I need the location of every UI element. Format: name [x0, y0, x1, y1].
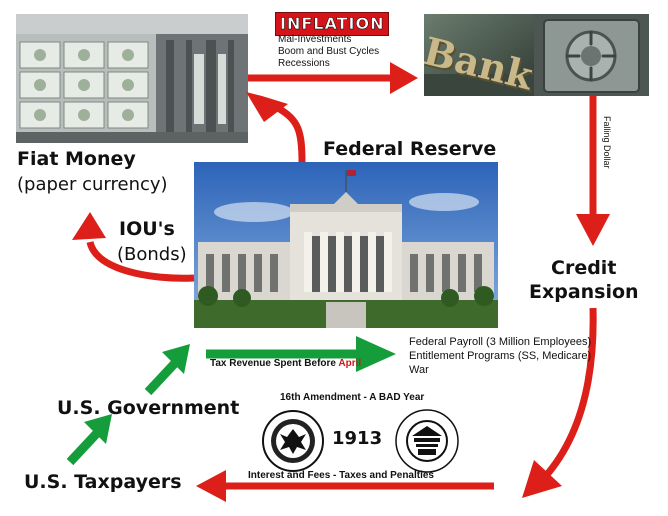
inflation-badge: INFLATION — [275, 12, 390, 36]
arrowhead-credit — [576, 214, 610, 246]
arrowhead-gov-to-fed — [162, 344, 190, 374]
arrowhead-fiat-from-bonds — [72, 212, 106, 240]
inflation-label: INFLATION — [280, 14, 385, 34]
spending-entitlements: Entitlement Programs (SS, Medicare) — [409, 350, 592, 362]
money-printing-photo — [16, 14, 248, 143]
effect-recessions: Recessions — [278, 58, 330, 69]
expansion-label: Expansion — [529, 281, 639, 303]
fiat-money-label: Fiat Money — [17, 148, 136, 170]
arrow-gov-to-fed — [144, 358, 180, 396]
irs-seal-icon — [394, 408, 460, 474]
arrowhead-taxpayers — [196, 470, 226, 502]
arrow-fed-to-money — [276, 104, 306, 163]
arrowhead-tax-revenue — [356, 336, 396, 372]
falling-dollar-label: Falling Dollar — [602, 116, 612, 169]
arrowhead-bank — [390, 62, 418, 94]
tax-revenue-text: Tax Revenue Spent Before — [210, 358, 339, 369]
vault-photo — [534, 14, 649, 96]
arrow-bonds-to-fiat — [86, 240, 195, 282]
arrowhead-taxpayers-to-gov — [84, 414, 112, 444]
arrow-credit-to-bottom — [541, 307, 597, 481]
april-text: April — [338, 358, 362, 369]
amendment-label: 16th Amendment - A BAD Year — [280, 392, 425, 403]
year-label: 1913 — [332, 428, 383, 449]
fed-seal-icon — [262, 410, 324, 472]
spending-federal-payroll: Federal Payroll (3 Million Employees) — [409, 336, 592, 348]
ious-label: IOU's — [119, 218, 175, 240]
arrowhead-fiat-money — [246, 92, 288, 122]
federal-reserve-label: Federal Reserve — [323, 138, 497, 160]
tax-revenue-label: Tax Revenue Spent Before April — [210, 358, 361, 369]
paper-currency-label: (paper currency) — [17, 174, 168, 195]
inflation-effects: Mal-Investments Boom and Bust Cycles Rec… — [278, 34, 379, 70]
bonds-label: (Bonds) — [117, 244, 187, 265]
arrow-taxpayers-to-gov — [66, 428, 102, 466]
federal-reserve-building-photo — [194, 162, 498, 328]
effect-boom-bust: Boom and Bust Cycles — [278, 46, 380, 57]
arrowhead-bottom-right — [522, 460, 562, 498]
effect-mal-investments: Mal-Investments — [278, 34, 352, 45]
interest-fees-label: Interest and Fees - Taxes and Penalties — [248, 470, 434, 481]
spending-list: Federal Payroll (3 Million Employees) En… — [409, 335, 591, 377]
us-government-label: U.S. Government — [57, 397, 240, 419]
us-taxpayers-label: U.S. Taxpayers — [24, 471, 182, 493]
spending-war: War — [409, 364, 429, 376]
credit-label: Credit — [551, 257, 617, 279]
bank-photo: Bank — [424, 14, 534, 96]
